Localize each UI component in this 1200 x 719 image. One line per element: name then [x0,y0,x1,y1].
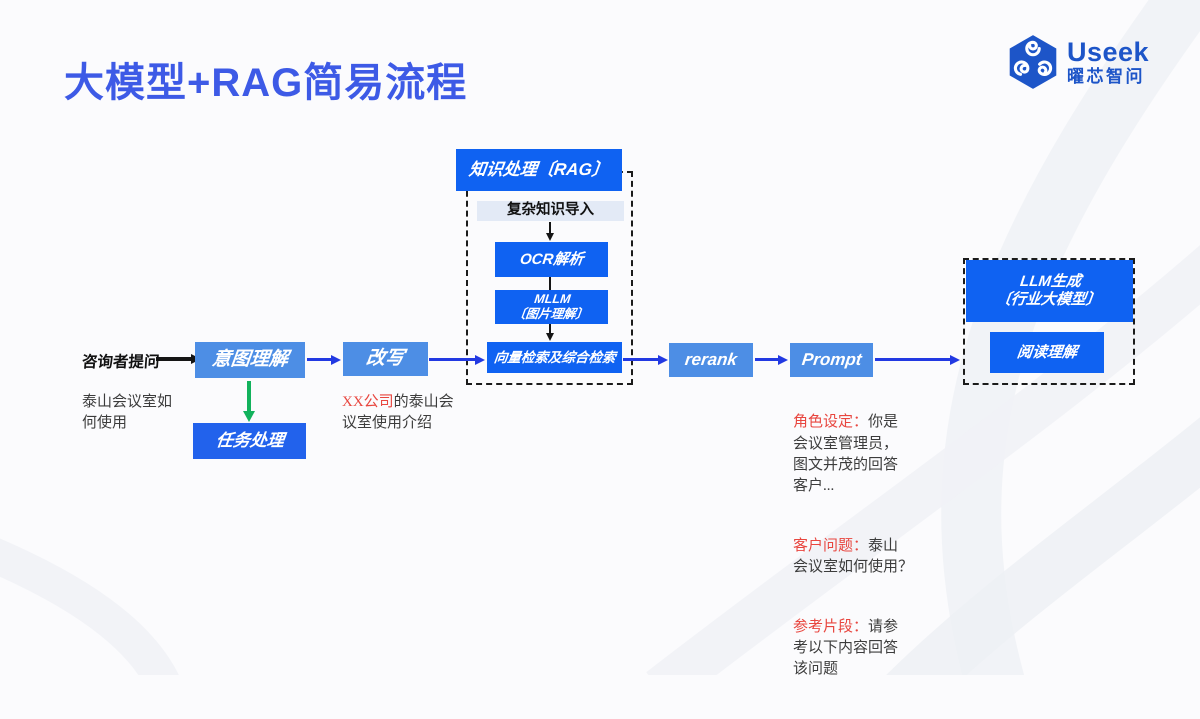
rewrite-box: 改写 [343,342,428,376]
intent-understanding-box: 意图理解 [195,342,305,378]
arrow-mllm-to-vector [549,324,551,334]
logo-subtitle: 曜芯智问 [1067,67,1145,87]
prompt-note-role: 角色设定：你是 会议室管理员， 图文并茂的回答 客户... [793,414,899,495]
rewrite-result-note: XX公司的泰山会 议室使用介绍 [342,392,454,435]
arrow-import-to-ocr [549,222,551,234]
arrow-intent-to-task [247,381,251,412]
line-ocr-to-mllm [549,277,551,290]
reading-comprehension-box: 阅读理解 [990,332,1104,373]
logo-text: Useek 曜芯智问 [1067,38,1149,86]
page-title: 大模型+RAG简易流程 [64,61,468,105]
vector-search-box: 向量检索及综合检索 [487,342,622,373]
consulter-question-note: 泰山会议室如 何使用 [82,394,173,432]
slide: 大模型+RAG简易流程 Useek 曜芯智问 咨询者提问 泰山会议室如 何使用 … [0,0,1200,675]
ocr-parse-box: OCR解析 [495,242,608,277]
arrow-intent-to-rewrite [307,358,332,361]
prompt-box: Prompt [790,343,873,377]
useek-logo: Useek 曜芯智问 [1007,33,1149,91]
prompt-note-reference: 参考片段：请参 考以下内容回答 该问题 [793,618,899,678]
task-processing-box: 任务处理 [193,423,306,459]
llm-dashed-container [963,258,1135,385]
rag-header-box: 知识处理〔RAG〕 [456,149,622,191]
prompt-note-question: 客户问题：泰山 会议室如何使用？ [793,537,914,576]
llm-generation-header-box: LLM生成 〔行业大模型〕 [966,260,1133,322]
rerank-box: rerank [669,343,753,377]
mllm-image-box: MLLM 〔图片理解〕 [495,290,608,324]
consulter-label: 咨询者提问 [81,354,161,371]
rewrite-note-company: XX公司 [342,394,394,410]
arrow-rerank-to-prompt [755,358,779,361]
arrow-consulter-to-intent [156,357,192,361]
rewrite-note-rest: 的泰山会 议室使用介绍 [342,394,454,432]
arrow-vector-to-rerank [623,358,659,361]
arrow-prompt-to-llm [875,358,951,361]
arrow-rewrite-to-vector [429,358,476,361]
useek-cube-icon [1009,35,1057,89]
background-swoosh-decoration [886,417,1200,675]
logo-name: Useek [1067,36,1150,67]
prompt-notes: 角色设定：你是 会议室管理员， 图文并茂的回答 客户... 客户问题：泰山 会议… [793,391,915,719]
knowledge-import-box: 复杂知识导入 [477,201,624,221]
